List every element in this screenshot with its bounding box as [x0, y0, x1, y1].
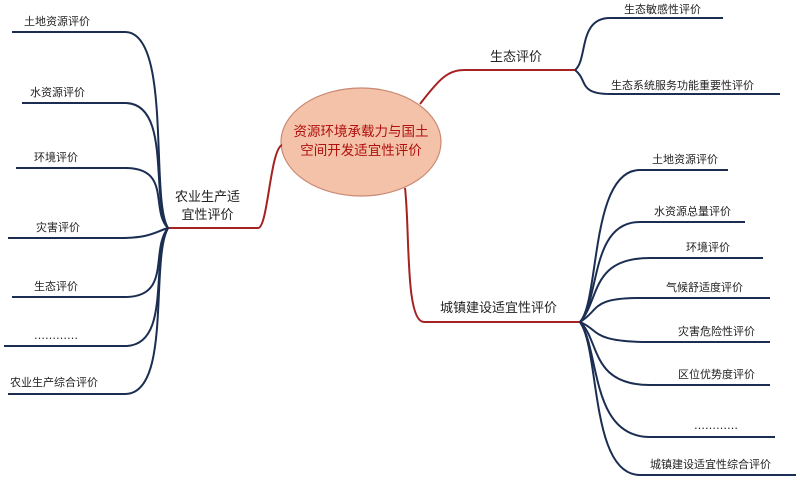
branch-urban: 城镇建设适宜性评价 [440, 301, 558, 316]
leaf-urban-water: 水资源总量评价 [654, 205, 731, 218]
link-agri-ellipsis [4, 227, 169, 347]
leaf-ecology-sensitivity: 生态敏感性评价 [624, 3, 701, 16]
branch-agriculture: 农业生产适 宜性评价 [175, 189, 240, 225]
leaf-ecology-service: 生态系统服务功能重要性评价 [611, 79, 754, 92]
branch-agriculture-line2: 宜性评价 [181, 208, 234, 223]
link-urban-disaster [579, 321, 770, 343]
leaf-agri-environment: 环境评价 [34, 151, 78, 164]
leaf-urban-environment: 环境评价 [686, 241, 730, 254]
leaf-agri-disaster: 灾害评价 [36, 221, 80, 234]
leaf-agri-water: 水资源评价 [30, 86, 85, 99]
leaf-urban-land: 土地资源评价 [652, 153, 718, 166]
link-urban-environment [579, 257, 763, 323]
link-center-to-ecology [419, 69, 575, 105]
link-urban-comprehensive [579, 321, 796, 476]
central-topic-line2: 空间开发适宜性评价 [300, 143, 422, 159]
link-urban-climate [579, 297, 770, 323]
leaf-urban-disaster: 灾害危险性评价 [678, 325, 755, 338]
branch-ecology: 生态评价 [490, 50, 543, 65]
link-agri-environment [16, 167, 169, 229]
central-topic-bubble [280, 87, 442, 197]
leaf-urban-climate: 气候舒适度评价 [666, 281, 743, 294]
link-urban-water [579, 221, 745, 323]
link-agri-ecology [12, 227, 169, 298]
leaf-urban-ellipsis: ………… [694, 419, 738, 432]
central-topic-line1: 资源环境承载力与国土 [293, 124, 429, 140]
link-agri-water [22, 102, 169, 229]
link-center-to-urban [404, 187, 580, 323]
leaf-agri-ellipsis: ………… [34, 329, 78, 342]
leaf-urban-comprehensive: 城镇建设适宜性综合评价 [650, 458, 771, 471]
link-urban-location [579, 321, 770, 386]
leaf-urban-location: 区位优势度评价 [678, 368, 755, 381]
branch-agriculture-line1: 农业生产适 [175, 190, 241, 205]
leaf-agri-land: 土地资源评价 [24, 15, 90, 28]
leaf-agri-comprehensive: 农业生产综合评价 [10, 376, 98, 389]
link-ecology-service [574, 69, 780, 95]
link-ecology-sensitivity [574, 17, 723, 71]
leaf-agri-ecology: 生态评价 [34, 280, 78, 293]
link-center-to-agriculture [168, 144, 283, 229]
link-agri-disaster [8, 227, 169, 239]
link-agri-land [12, 31, 169, 229]
central-topic: 资源环境承载力与国土 空间开发适宜性评价 [278, 86, 444, 198]
link-agri-comprehensive [8, 227, 169, 395]
